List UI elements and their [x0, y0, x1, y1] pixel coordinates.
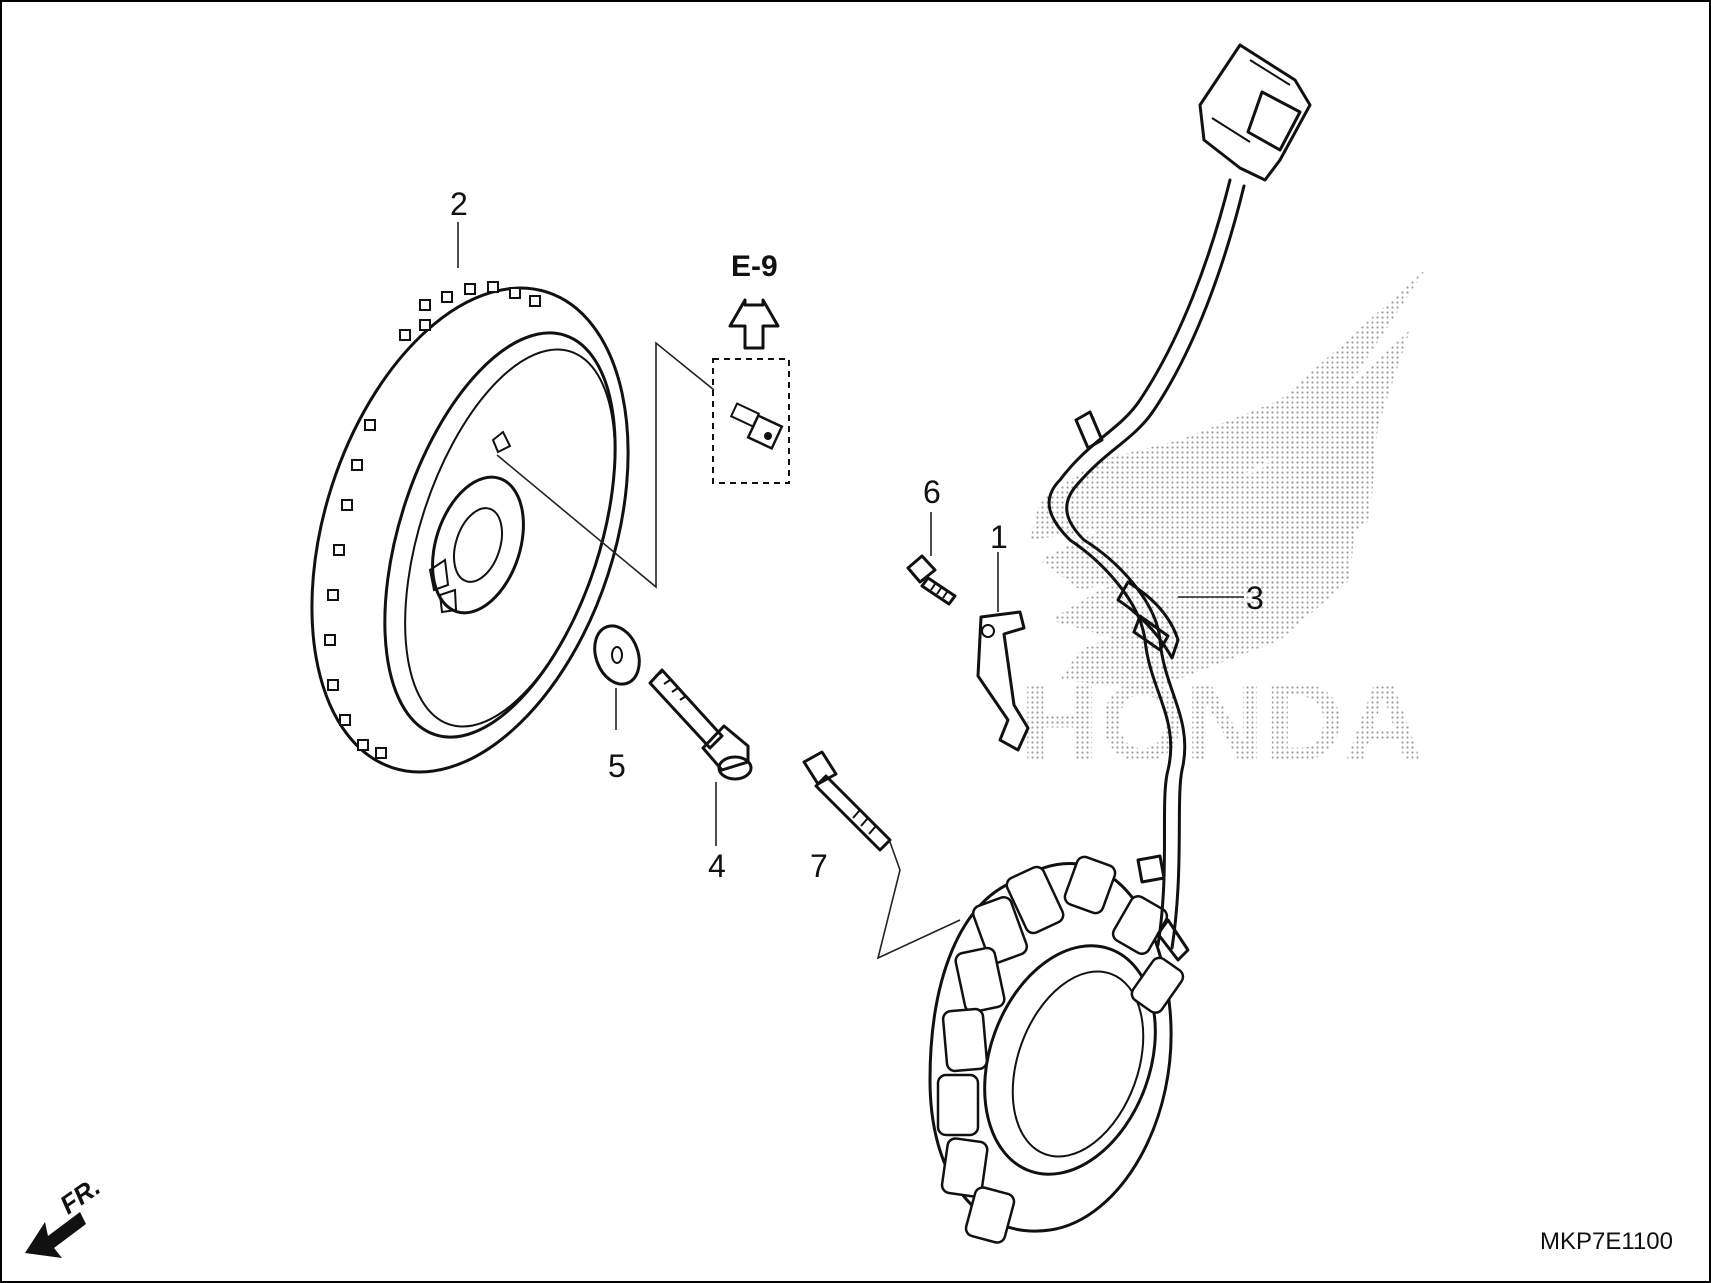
- wire-bracket: [976, 610, 1030, 752]
- front-label: FR.: [54, 1171, 106, 1220]
- callout-4: 4: [708, 848, 726, 884]
- callout-6: 6: [923, 474, 941, 510]
- callout-7: 7: [810, 848, 828, 884]
- reference-leader: [496, 341, 715, 589]
- callout-5: 5: [608, 748, 626, 784]
- front-arrow-icon: [25, 1212, 86, 1258]
- callout-1: 1: [990, 519, 1008, 555]
- callout-3: 3: [1246, 580, 1264, 616]
- flywheel: [310, 281, 630, 774]
- bracket-bolt: [906, 554, 957, 606]
- diagram-code: MKP7E1100: [1540, 1228, 1673, 1255]
- flywheel-bolt: [648, 668, 753, 781]
- washer: [593, 624, 641, 686]
- front-direction-marker: FR.: [25, 1171, 106, 1258]
- stator-assembly: [928, 43, 1312, 1244]
- callout-leaders: [457, 222, 1244, 846]
- stator-bolt: [802, 750, 961, 960]
- reference-box: E-9: [712, 250, 790, 484]
- reference-label: E-9: [731, 250, 778, 283]
- callout-2: 2: [450, 186, 468, 222]
- honda-wing-watermark: HONDA: [1020, 270, 1425, 784]
- honda-watermark-text: HONDA: [1020, 661, 1423, 784]
